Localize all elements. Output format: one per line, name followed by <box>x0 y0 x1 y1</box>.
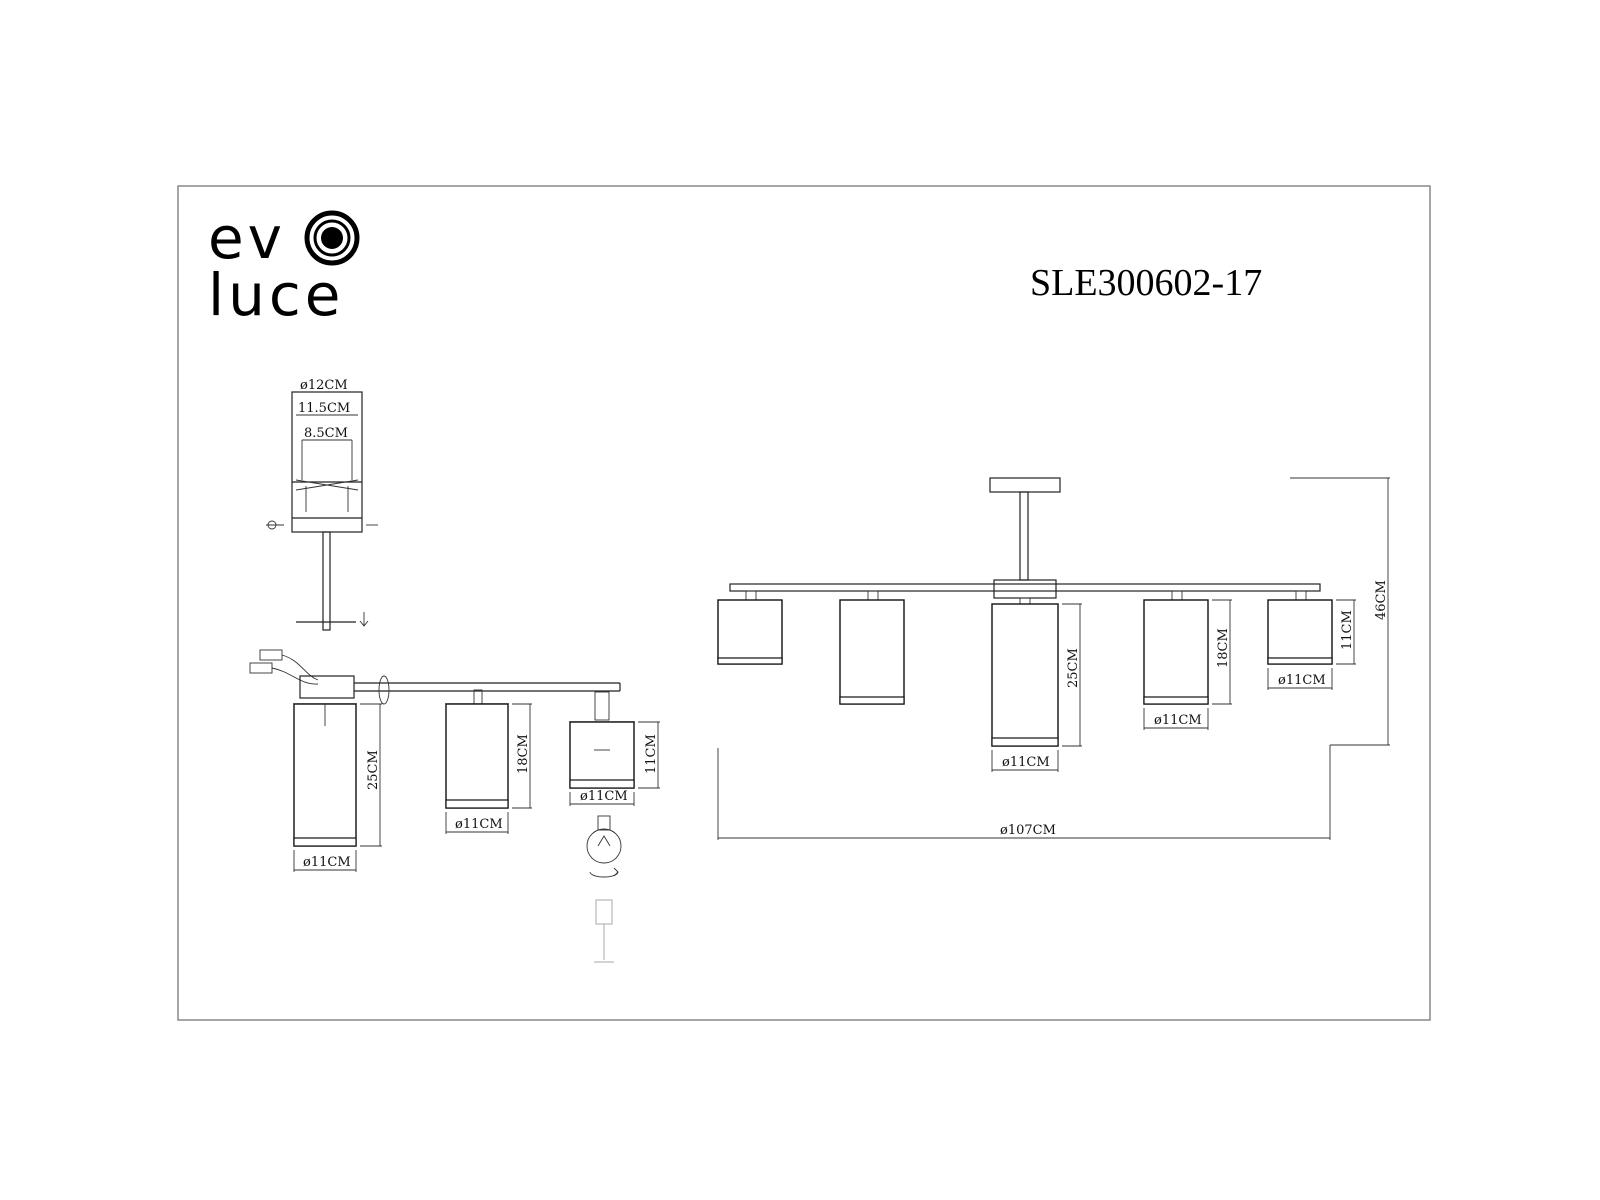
shade-small <box>569 721 635 789</box>
front-view: 25CM ø11CM 18CM ø11CM 11CM ø11CM 46CM ø1… <box>717 477 1390 840</box>
model-number: SLE300602-17 <box>1030 262 1262 304</box>
bulb-icon <box>586 815 622 878</box>
front-shade-right-outer <box>1267 599 1333 665</box>
rotate-arrow-icon <box>378 675 390 705</box>
front-right-outer-height: 11CM <box>1340 610 1355 650</box>
front-shade-right-inner <box>1143 599 1209 705</box>
side-large-diameter: ø11CM <box>303 855 351 870</box>
arrow-down-icon <box>359 612 369 627</box>
side-large-height: 25CM <box>366 750 381 790</box>
front-shade-center <box>991 603 1059 747</box>
side-small-diameter: ø11CM <box>580 789 628 804</box>
target-circle-icon <box>304 210 360 266</box>
mount-inner-width: 8.5CM <box>304 426 348 441</box>
side-view: 25CM ø11CM 18CM ø11CM 11CM ø11CM <box>249 649 660 963</box>
front-right-inner-diameter: ø11CM <box>1154 713 1202 728</box>
front-center-height: 25CM <box>1066 648 1081 688</box>
brand-line2: luce <box>208 261 344 329</box>
side-small-height: 11CM <box>644 734 659 774</box>
side-medium-height: 18CM <box>516 734 531 774</box>
shade-large <box>293 703 357 847</box>
front-shade-left-outer <box>717 599 783 665</box>
brand-logo: ev luce <box>208 204 360 329</box>
side-medium-diameter: ø11CM <box>455 817 503 832</box>
mount-mid-width: 11.5CM <box>298 401 350 416</box>
front-right-outer-diameter: ø11CM <box>1278 673 1326 688</box>
mount-outer-diameter: ø12CM <box>300 378 348 393</box>
socket-part <box>594 899 614 963</box>
mount-detail: ø12CM 11.5CM 8.5CM <box>266 378 378 631</box>
front-right-inner-height: 18CM <box>1216 628 1231 668</box>
front-shade-left-inner <box>839 599 905 705</box>
wire-connectors <box>249 649 319 685</box>
brand-line1: ev <box>208 204 286 272</box>
front-total-height: 46CM <box>1374 580 1389 620</box>
front-center-diameter: ø11CM <box>1002 755 1050 770</box>
sheet-frame <box>177 185 1431 1021</box>
screw-icon <box>267 520 277 530</box>
front-total-width: ø107CM <box>1000 823 1056 838</box>
shade-medium <box>445 703 509 809</box>
